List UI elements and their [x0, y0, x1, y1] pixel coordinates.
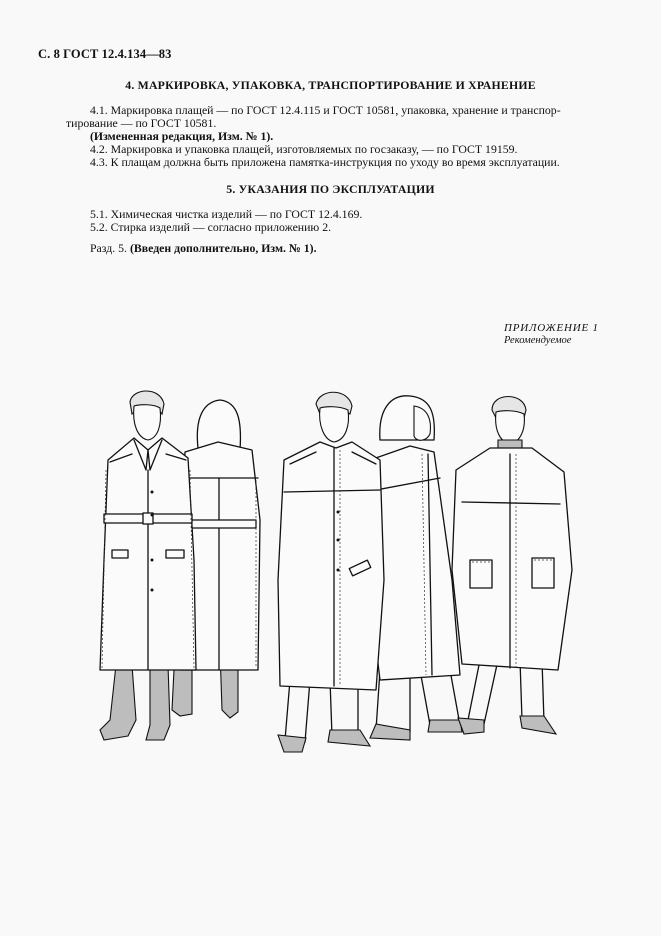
section-5-note-bold: (Введен дополнительно, Изм. № 1).	[129, 241, 317, 255]
paragraph-4-3: 4.3. К плащам должна быть приложена памя…	[90, 155, 560, 169]
paragraph-5-2: 5.2. Стирка изделий — согласно приложени…	[90, 220, 332, 234]
figure-yoked-coat-front	[277, 391, 385, 753]
paragraph-4-2: 4.2. Маркировка и упаковка плащей, изгот…	[90, 142, 518, 156]
appendix-subtitle: Рекомендуемое	[504, 335, 572, 346]
figure-belted-coat-front	[99, 390, 197, 741]
section-4-title: 4. МАРКИРОВКА, УПАКОВКА, ТРАНСПОРТИРОВАН…	[125, 78, 536, 92]
section-5-note: Разд. 5. (Введен дополнительно, Изм. № 1…	[90, 242, 317, 255]
page-header: С. 8 ГОСТ 12.4.134—83	[38, 47, 172, 61]
figure-hooded-coat-side	[367, 395, 463, 741]
raincoat-models-illustration	[80, 380, 590, 760]
paragraph-4-1-line-2: тирование — по ГОСТ 10581.	[66, 116, 217, 130]
amendment-note-4: (Измененная редакция, Изм. № 1).	[90, 129, 274, 143]
paragraph-4-1-line-1: 4.1. Маркировка плащей — по ГОСТ 12.4.11…	[90, 103, 561, 117]
paragraph-5-1: 5.1. Химическая чистка изделий — по ГОСТ…	[90, 207, 363, 221]
appendix-title: ПРИЛОЖЕНИЕ 1	[504, 322, 599, 334]
section-5-title: 5. УКАЗАНИЯ ПО ЭКСПЛУАТАЦИИ	[226, 182, 435, 196]
appendix-heading: ПРИЛОЖЕНИЕ 1 Рекомендуемое	[504, 322, 599, 346]
section-5-note-prefix: Разд. 5.	[90, 241, 127, 255]
figure-hooded-coat-pockets-front	[451, 396, 573, 735]
